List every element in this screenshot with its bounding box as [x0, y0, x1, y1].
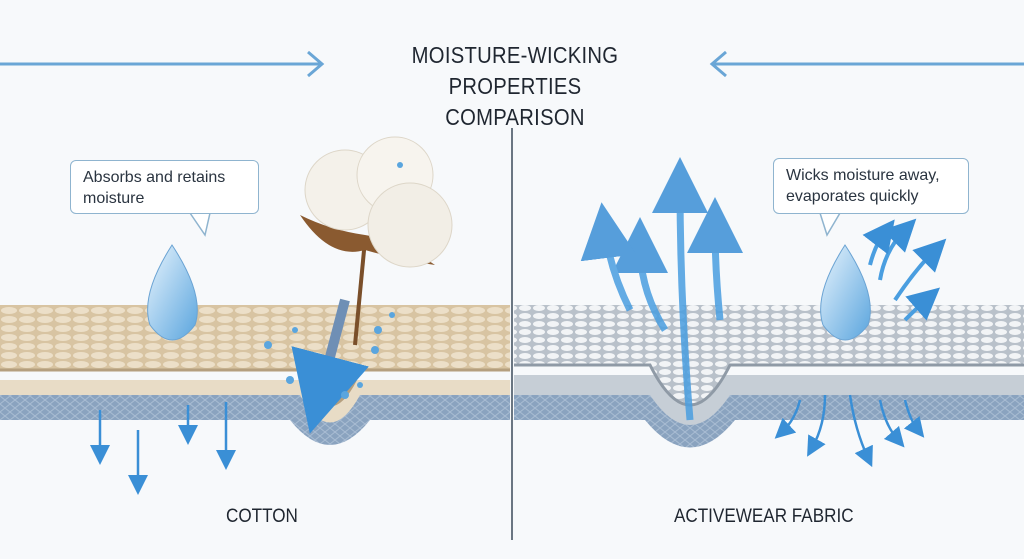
title-line-1: MOISTURE-WICKING PROPERTIES [411, 42, 619, 99]
cotton-callout: Absorbs and retains moisture [70, 160, 259, 214]
activewear-callout: Wicks moisture away, evaporates quickly [773, 158, 969, 214]
header-arrow-left [709, 50, 1024, 78]
upward-wicking-arrows-icon [580, 157, 744, 421]
cotton-label: COTTON [225, 506, 298, 527]
dispersal-arrows-icon [774, 394, 925, 468]
header-arrow-right [0, 50, 325, 78]
page-title: MOISTURE-WICKING PROPERTIES COMPARISON [352, 40, 678, 133]
title-line-2: COMPARISON [445, 104, 585, 130]
activewear-label: ACTIVEWEAR FABRIC [673, 506, 854, 527]
cotton-boll-icon [300, 136, 453, 346]
water-drop-icon [147, 244, 198, 341]
cotton-fabric-layers [0, 305, 510, 445]
small-droplets-icon [264, 162, 403, 399]
activewear-fabric-layers [514, 305, 1024, 448]
absorb-arrow-icon [291, 298, 369, 434]
downward-arrows-icon [90, 402, 236, 495]
water-drop-icon [820, 244, 871, 341]
evaporation-arrows-icon [862, 218, 947, 322]
